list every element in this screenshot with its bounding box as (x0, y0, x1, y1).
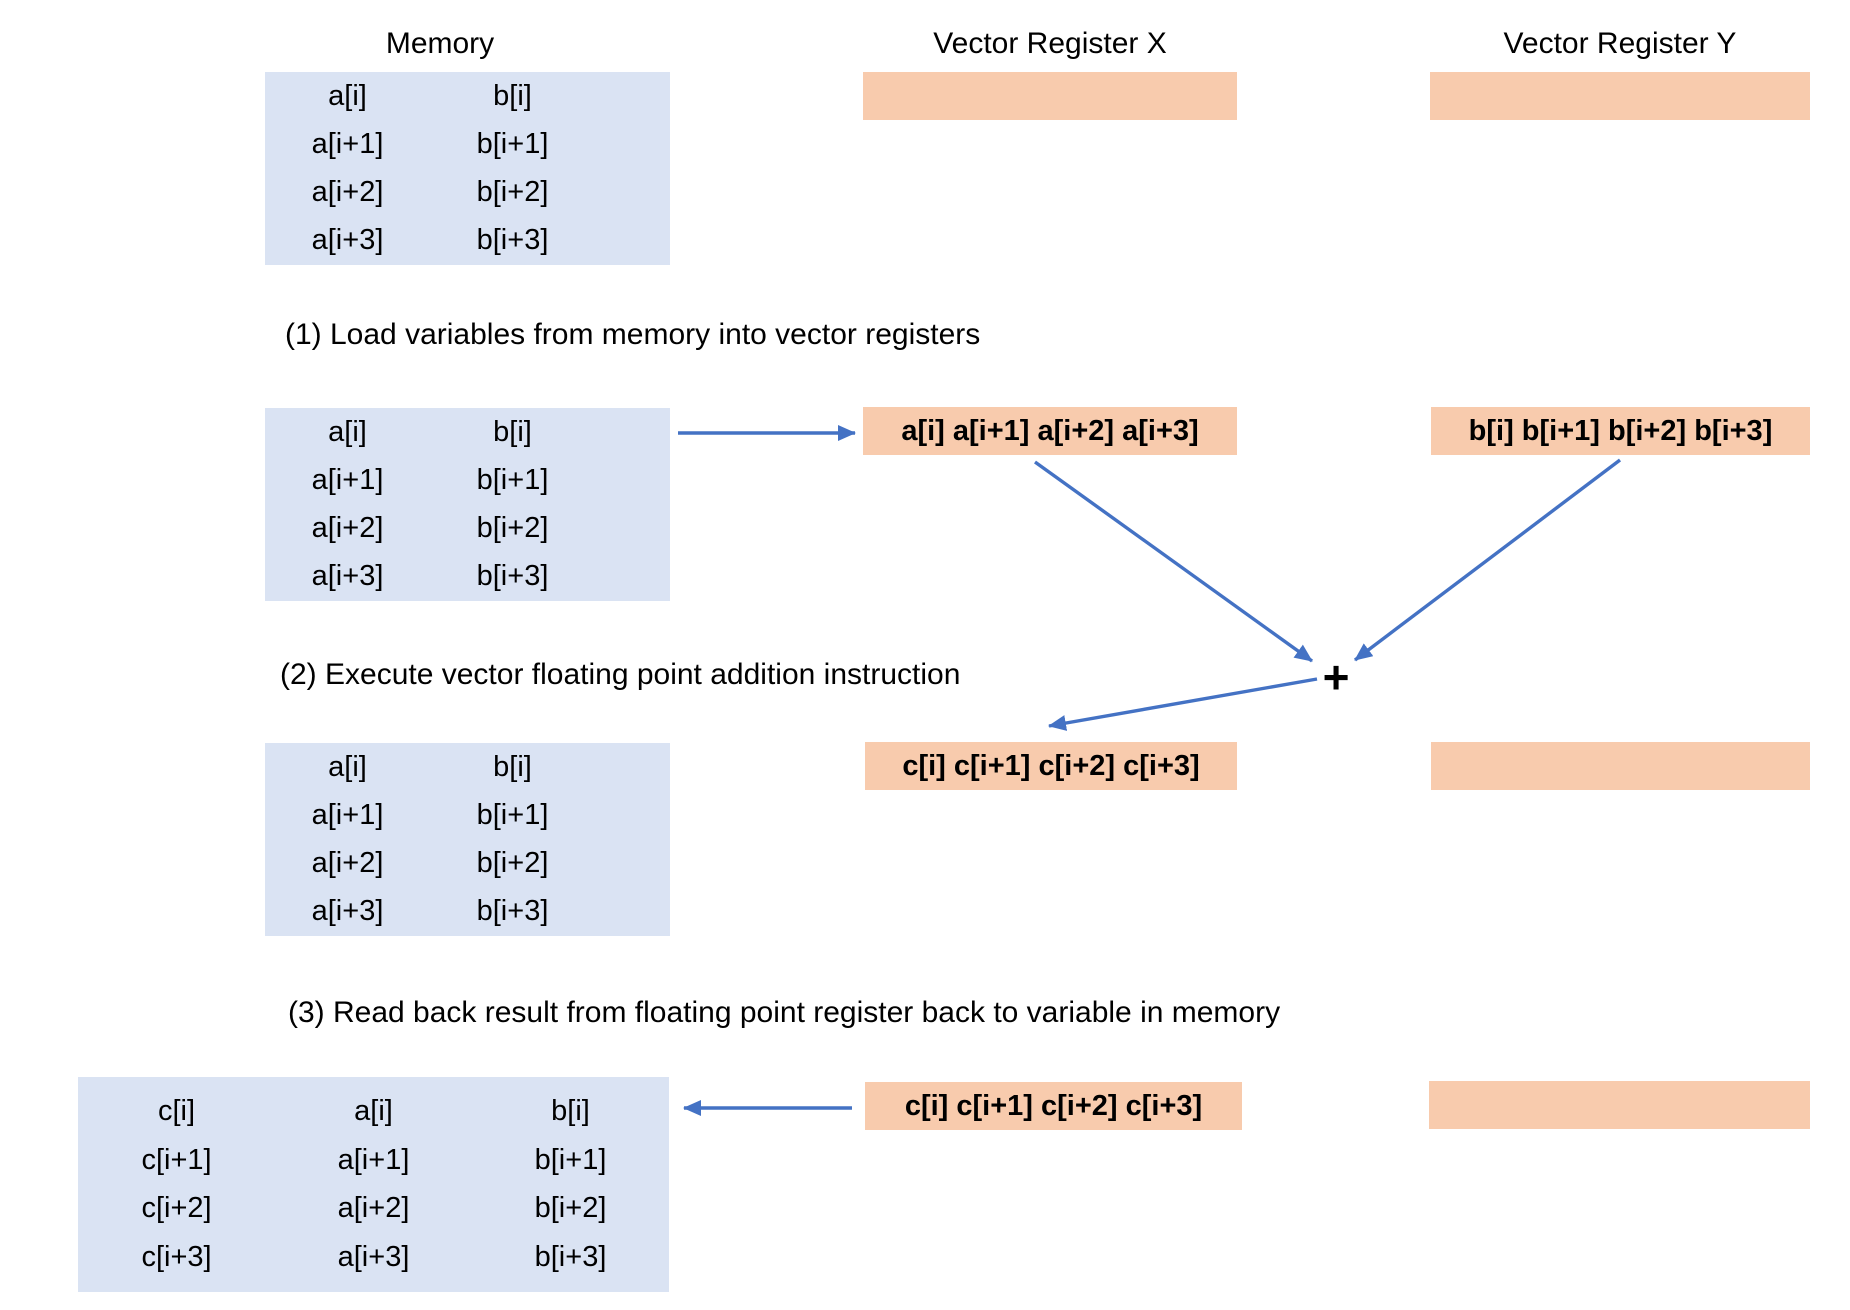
memory-cell: b[i] (493, 79, 532, 112)
memory-cell: a[i] (354, 1094, 393, 1127)
memory-block-step3: c[i] a[i] b[i] c[i+1] a[i+1] b[i+1] c[i+… (78, 1077, 669, 1292)
memory-column-title: Memory (385, 27, 495, 60)
vector-register-y-empty-step2 (1431, 742, 1810, 790)
memory-cell: a[i+1] (311, 798, 384, 831)
memory-cell: b[i+1] (534, 1143, 607, 1176)
memory-cell: b[i+1] (476, 798, 549, 831)
memory-cell: b[i+3] (534, 1241, 607, 1274)
memory-cell: b[i+2] (534, 1192, 607, 1225)
memory-cell: b[i+2] (476, 176, 549, 209)
memory-cell: a[i+2] (311, 176, 384, 209)
vector-register-x-result: c[i] c[i+1] c[i+2] c[i+3] (865, 742, 1237, 790)
memory-cell: a[i+3] (311, 560, 384, 593)
memory-cell: a[i+1] (311, 127, 384, 160)
memory-cell: b[i+3] (476, 224, 549, 257)
vector-register-y-loaded: b[i] b[i+1] b[i+2] b[i+3] (1431, 407, 1810, 455)
memory-cell: c[i+3] (141, 1241, 212, 1274)
memory-cell: a[i] (328, 750, 367, 783)
memory-cell: b[i+2] (476, 847, 549, 880)
memory-cell: a[i+2] (337, 1192, 410, 1225)
arrow-plus-to-result-register (1048, 677, 1318, 731)
vector-register-x-title: Vector Register X (933, 27, 1167, 60)
memory-cell: b[i] (493, 415, 532, 448)
vector-register-y-title: Vector Register Y (1503, 27, 1737, 60)
memory-cell: b[i+1] (476, 463, 549, 496)
arrow-register-x-to-plus (1034, 460, 1313, 663)
memory-cell: a[i+3] (311, 895, 384, 928)
plus-operator: + (1322, 651, 1350, 703)
step-1-caption: (1) Load variables from memory into vect… (285, 318, 981, 351)
memory-cell: a[i+2] (311, 512, 384, 545)
vector-register-y-empty (1430, 72, 1810, 120)
memory-cell: a[i+2] (311, 847, 384, 880)
memory-cell: c[i] (157, 1094, 196, 1127)
memory-block-step2: a[i] b[i] a[i+1] b[i+1] a[i+2] b[i+2] a[… (265, 743, 670, 936)
memory-block-initial: a[i] b[i] a[i+1] b[i+1] a[i+2] b[i+2] a[… (265, 72, 670, 265)
vector-register-x-loaded: a[i] a[i+1] a[i+2] a[i+3] (863, 407, 1237, 455)
memory-cell: a[i+3] (337, 1241, 410, 1274)
memory-cell: a[i] (328, 79, 367, 112)
step-2-caption: (2) Execute vector floating point additi… (280, 658, 961, 691)
memory-cell: a[i+3] (311, 224, 384, 257)
memory-cell: b[i+2] (476, 512, 549, 545)
vector-register-x-result-step3: c[i] c[i+1] c[i+2] c[i+3] (865, 1082, 1242, 1130)
step-3-caption: (3) Read back result from floating point… (288, 996, 1281, 1029)
memory-cell: b[i+1] (476, 127, 549, 160)
vector-register-y-empty-step3 (1429, 1081, 1810, 1129)
memory-cell: a[i+1] (337, 1143, 410, 1176)
arrow-register-y-to-plus (1353, 458, 1622, 662)
memory-cell: c[i+2] (141, 1192, 212, 1225)
memory-cell: c[i+1] (141, 1143, 212, 1176)
memory-cell: a[i+1] (311, 463, 384, 496)
memory-block-step1: a[i] b[i] a[i+1] b[i+1] a[i+2] b[i+2] a[… (265, 408, 670, 601)
memory-cell: b[i+3] (476, 895, 549, 928)
memory-cell: a[i] (328, 415, 367, 448)
memory-cell: b[i] (551, 1094, 590, 1127)
memory-cell: b[i+3] (476, 560, 549, 593)
memory-cell: b[i] (493, 750, 532, 783)
vector-register-x-empty (863, 72, 1237, 120)
